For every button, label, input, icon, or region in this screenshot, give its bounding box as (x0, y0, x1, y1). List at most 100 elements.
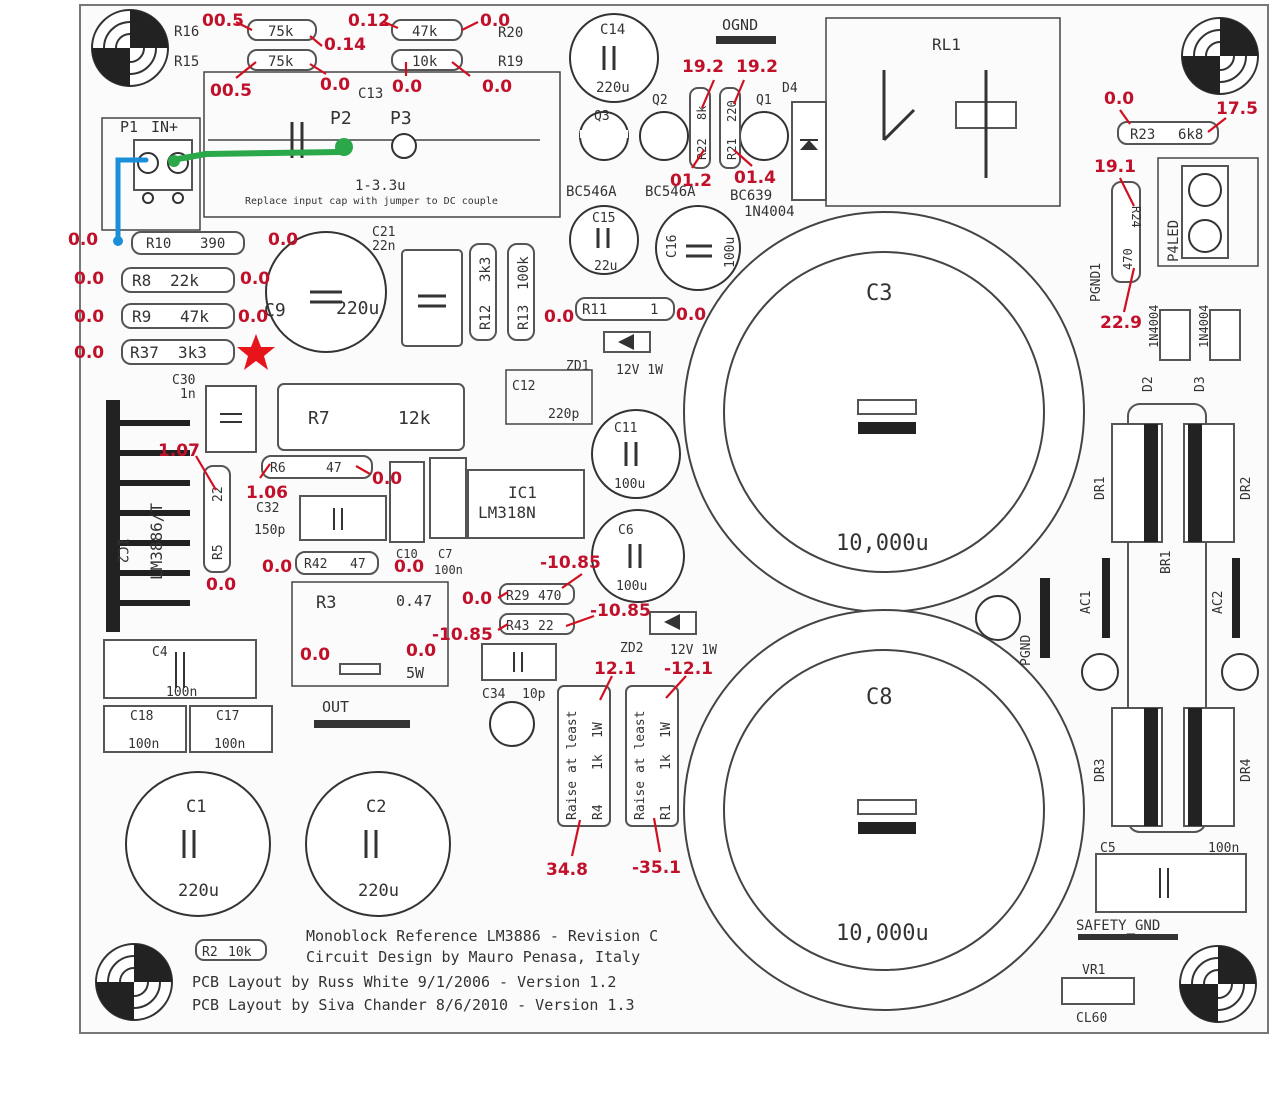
reading-q-b: 19.2 (736, 57, 778, 77)
reading-r23-right: 17.5 (1216, 99, 1258, 119)
resistor-r24: R24 470 (1111, 181, 1143, 283)
svg-text:RL1: RL1 (932, 35, 961, 54)
out-pad (314, 720, 410, 728)
resistor-r4: Raise at least R4 1k 1W (557, 685, 611, 827)
resistor-r15: R15 75k (174, 49, 317, 71)
zener-zd2: ZD2 12V 1W (620, 611, 717, 658)
transistor-q2: Q2 (639, 93, 689, 161)
svg-text:R42: R42 (304, 557, 327, 572)
svg-text:Q3: Q3 (594, 109, 610, 124)
resistor-r2: R2 10k (195, 939, 267, 961)
svg-text:220u: 220u (358, 881, 399, 901)
capacitor-c34: C34 10p (481, 643, 557, 702)
svg-text:220u: 220u (336, 298, 379, 319)
diode-dr2: DR2 (1183, 423, 1254, 543)
reading-q-a: 19.2 (682, 57, 724, 77)
svg-text:DR2: DR2 (1239, 477, 1254, 500)
svg-text:150p: 150p (254, 523, 285, 538)
svg-text:C6: C6 (618, 523, 634, 538)
board-credit-2: PCB Layout by Siva Chander 8/6/2010 - Ve… (192, 996, 635, 1014)
connector-p1: P1 IN+ (101, 117, 201, 231)
svg-text:R11: R11 (582, 302, 607, 318)
svg-text:CL60: CL60 (1076, 1011, 1107, 1026)
resistor-r1: Raise at least R1 1k 1W (625, 685, 679, 827)
reading-r3-right: 0.0 (406, 641, 436, 661)
resistor-r37: R37 3k3 (121, 339, 235, 365)
svg-text:R24: R24 (1129, 206, 1143, 228)
capacitor-c15: C15 22u (569, 205, 639, 275)
svg-text:P2: P2 (330, 108, 352, 129)
svg-text:C32: C32 (256, 501, 279, 516)
reading-r6-left: 1.06 (246, 483, 288, 503)
svg-text:75k: 75k (268, 54, 294, 70)
led-connector-p4: P4LED (1157, 157, 1259, 267)
diode-1n4004-b: 1N4004 (1197, 305, 1241, 361)
q1-part: BC639 (730, 188, 772, 204)
svg-text:100u: 100u (614, 477, 645, 492)
svg-text:12V 1W: 12V 1W (616, 363, 663, 378)
svg-text:1N4004: 1N4004 (1147, 305, 1161, 348)
reading-r6-right: 0.0 (372, 469, 402, 489)
svg-text:390: 390 (200, 236, 225, 252)
ac-pad-1 (1081, 653, 1119, 691)
svg-text:C16: C16 (665, 235, 680, 258)
svg-text:470: 470 (538, 589, 561, 604)
reading-r11-right: 0.0 (676, 305, 706, 325)
ac2-label: AC2 (1211, 591, 1226, 614)
svg-text:P3: P3 (390, 108, 412, 129)
resistor-r10: R10 390 (131, 231, 245, 255)
resistor-r29: R29 470 (499, 583, 575, 605)
green-wire-start (168, 155, 180, 167)
svg-text:R20: R20 (498, 25, 523, 41)
capacitor-c14: C14 220u (569, 13, 659, 103)
svg-text:R2: R2 (202, 945, 218, 960)
svg-text:P4LED: P4LED (1166, 220, 1182, 262)
svg-text:100n: 100n (434, 563, 463, 577)
svg-text:C7: C7 (438, 547, 452, 561)
svg-text:10,000u: 10,000u (836, 531, 929, 556)
annotation-leaders (195, 20, 1227, 857)
capacitor-c12: C12 220p (505, 369, 593, 425)
svg-text:ZD1: ZD1 (566, 359, 589, 374)
svg-text:R3: R3 (316, 593, 336, 613)
resistor-r5: R5 22 (203, 465, 231, 573)
reading-r24-top: 19.1 (1094, 157, 1136, 177)
svg-text:C13: C13 (358, 86, 383, 102)
resistor-r22: R22 8k (689, 87, 711, 169)
svg-text:C11: C11 (614, 421, 637, 436)
svg-text:3k3: 3k3 (178, 343, 207, 362)
svg-text:10k: 10k (228, 945, 252, 960)
capacitor-c11: C11 100u (591, 409, 681, 499)
svg-text:100u: 100u (616, 579, 647, 594)
svg-text:R16: R16 (174, 24, 199, 40)
svg-text:100u: 100u (723, 237, 738, 268)
mounting-hole-bottom-right (1179, 945, 1257, 1023)
svg-text:12k: 12k (398, 408, 431, 429)
svg-text:R4: R4 (591, 804, 606, 820)
ic-ic1: IC1 LM318N (467, 469, 585, 539)
capacitor-c21: C21 22n (372, 225, 463, 347)
pad-hole (489, 701, 535, 747)
svg-text:1-3.3u: 1-3.3u (355, 178, 406, 194)
svg-text:22: 22 (538, 619, 554, 634)
svg-text:C34: C34 (482, 687, 506, 702)
reading-r19-right: 0.0 (482, 77, 512, 97)
reading-r1-bottom: -35.1 (632, 858, 681, 878)
svg-text:R9: R9 (132, 307, 151, 326)
capacitor-c2: C2 220u (305, 771, 451, 917)
board-title: Monoblock Reference LM3886 - Revision C (306, 927, 658, 945)
svg-text:22u: 22u (594, 259, 617, 274)
reading-r10-left: 0.0 (68, 230, 98, 250)
capacitor-c18: C18 100n (103, 705, 187, 753)
reading-r15-right: 0.0 (320, 75, 350, 95)
q2-part: BC546A (645, 184, 696, 200)
svg-text:470: 470 (1121, 248, 1135, 270)
svg-text:22: 22 (211, 486, 226, 502)
svg-text:1W: 1W (591, 722, 606, 738)
relay-rl1: RL1 (825, 17, 1061, 207)
svg-text:R10: R10 (146, 236, 171, 252)
pgnd-trace (1040, 578, 1050, 658)
svg-text:Raise at least: Raise at least (633, 710, 648, 820)
safety-gnd-trace (1078, 934, 1178, 940)
svg-text:12V 1W: 12V 1W (670, 643, 717, 658)
